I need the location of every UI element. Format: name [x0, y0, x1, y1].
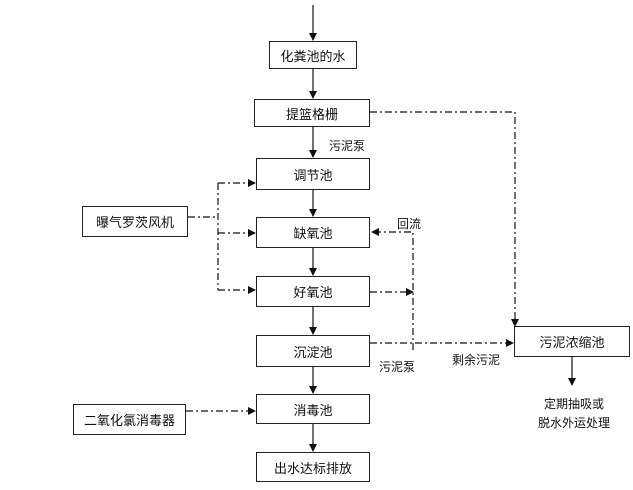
screenings-line [370, 111, 519, 327]
node-blower: 曝气罗茨风机 [82, 206, 188, 237]
node-septic-water: 化粪池的水 [269, 41, 357, 69]
node-discharge: 出水达标排放 [256, 452, 370, 482]
label-sludge-pump-bottom: 污泥泵 [379, 360, 416, 374]
label-sludge-pump-top: 污泥泵 [329, 139, 366, 153]
node-aerobic-tank: 好氧池 [256, 276, 370, 307]
label-disposal-line2: 脱水外运处理 [538, 416, 611, 430]
label-disposal-line1: 定期抽吸或 [544, 397, 605, 411]
return-flow-line [371, 228, 414, 350]
node-bar-screen: 提篮格栅 [254, 99, 370, 127]
label-sludge-disposal: 定期抽吸或 脱水外运处理 [538, 395, 610, 433]
node-disinfection-tank: 消毒池 [256, 394, 370, 424]
node-chlorine-generator: 二氧化氯消毒器 [73, 404, 186, 435]
node-sedimentation-tank: 沉淀池 [256, 335, 370, 367]
node-regulating-tank: 调节池 [256, 158, 370, 190]
label-excess-sludge: 剩余污泥 [452, 353, 501, 367]
node-anoxic-tank: 缺氧池 [256, 217, 370, 248]
label-return-flow: 回流 [397, 217, 422, 231]
node-sludge-thickener: 污泥浓缩池 [514, 326, 630, 357]
